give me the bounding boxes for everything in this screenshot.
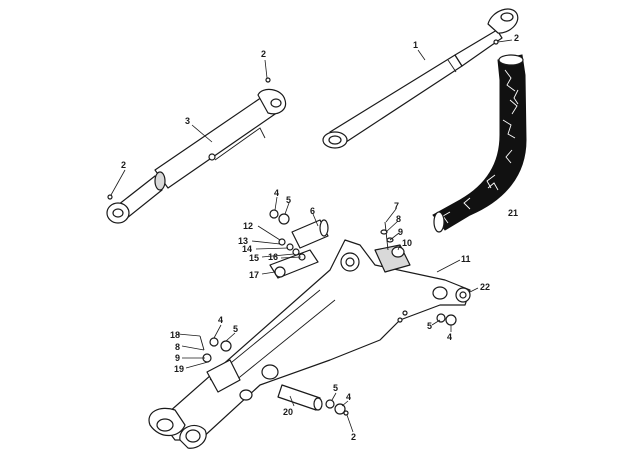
callout-8: 8: [396, 214, 401, 224]
callout-4: 4: [346, 392, 351, 402]
callout-5: 5: [233, 324, 238, 334]
callout-7: 7: [394, 201, 399, 211]
callout-11: 11: [461, 254, 471, 264]
callout-13: 13: [238, 236, 248, 246]
callout-labels: 1 2 2 3 2 4 5 6 7 8 9 10 11 12 13 14 15 …: [121, 33, 519, 442]
callout-10: 10: [402, 238, 412, 248]
cylinder-part-1: [322, 8, 519, 149]
callout-6: 6: [310, 206, 315, 216]
callout-2: 2: [261, 49, 266, 59]
callout-14: 14: [242, 244, 252, 254]
callout-2: 2: [514, 33, 519, 43]
bushing-part-22: [455, 287, 471, 303]
callout-9: 9: [398, 227, 403, 237]
callout-20: 20: [283, 407, 293, 417]
callout-3: 3: [185, 116, 190, 126]
boom-arm: [148, 239, 471, 449]
callout-21: 21: [508, 208, 518, 218]
callout-19: 19: [174, 364, 184, 374]
callout-16: 16: [268, 252, 278, 262]
callout-2: 2: [351, 432, 356, 442]
pin-part-20: [277, 384, 323, 411]
callout-5: 5: [427, 321, 432, 331]
callout-22: 22: [480, 282, 490, 292]
hose-part-21: [432, 54, 527, 233]
cylinder-part-3: [106, 88, 287, 224]
callout-8: 8: [175, 342, 180, 352]
callout-15: 15: [249, 253, 259, 263]
callout-4: 4: [447, 332, 452, 342]
callout-18: 18: [170, 330, 180, 340]
callout-2: 2: [121, 160, 126, 170]
callout-12: 12: [243, 221, 253, 231]
callout-5: 5: [286, 195, 291, 205]
callout-17: 17: [249, 270, 259, 280]
callout-9: 9: [175, 353, 180, 363]
callout-1: 1: [413, 40, 418, 50]
callout-4: 4: [274, 188, 279, 198]
callout-5: 5: [333, 383, 338, 393]
callout-4: 4: [218, 315, 223, 325]
leader-lines: [110, 39, 513, 433]
pin-part-6: [291, 219, 329, 249]
